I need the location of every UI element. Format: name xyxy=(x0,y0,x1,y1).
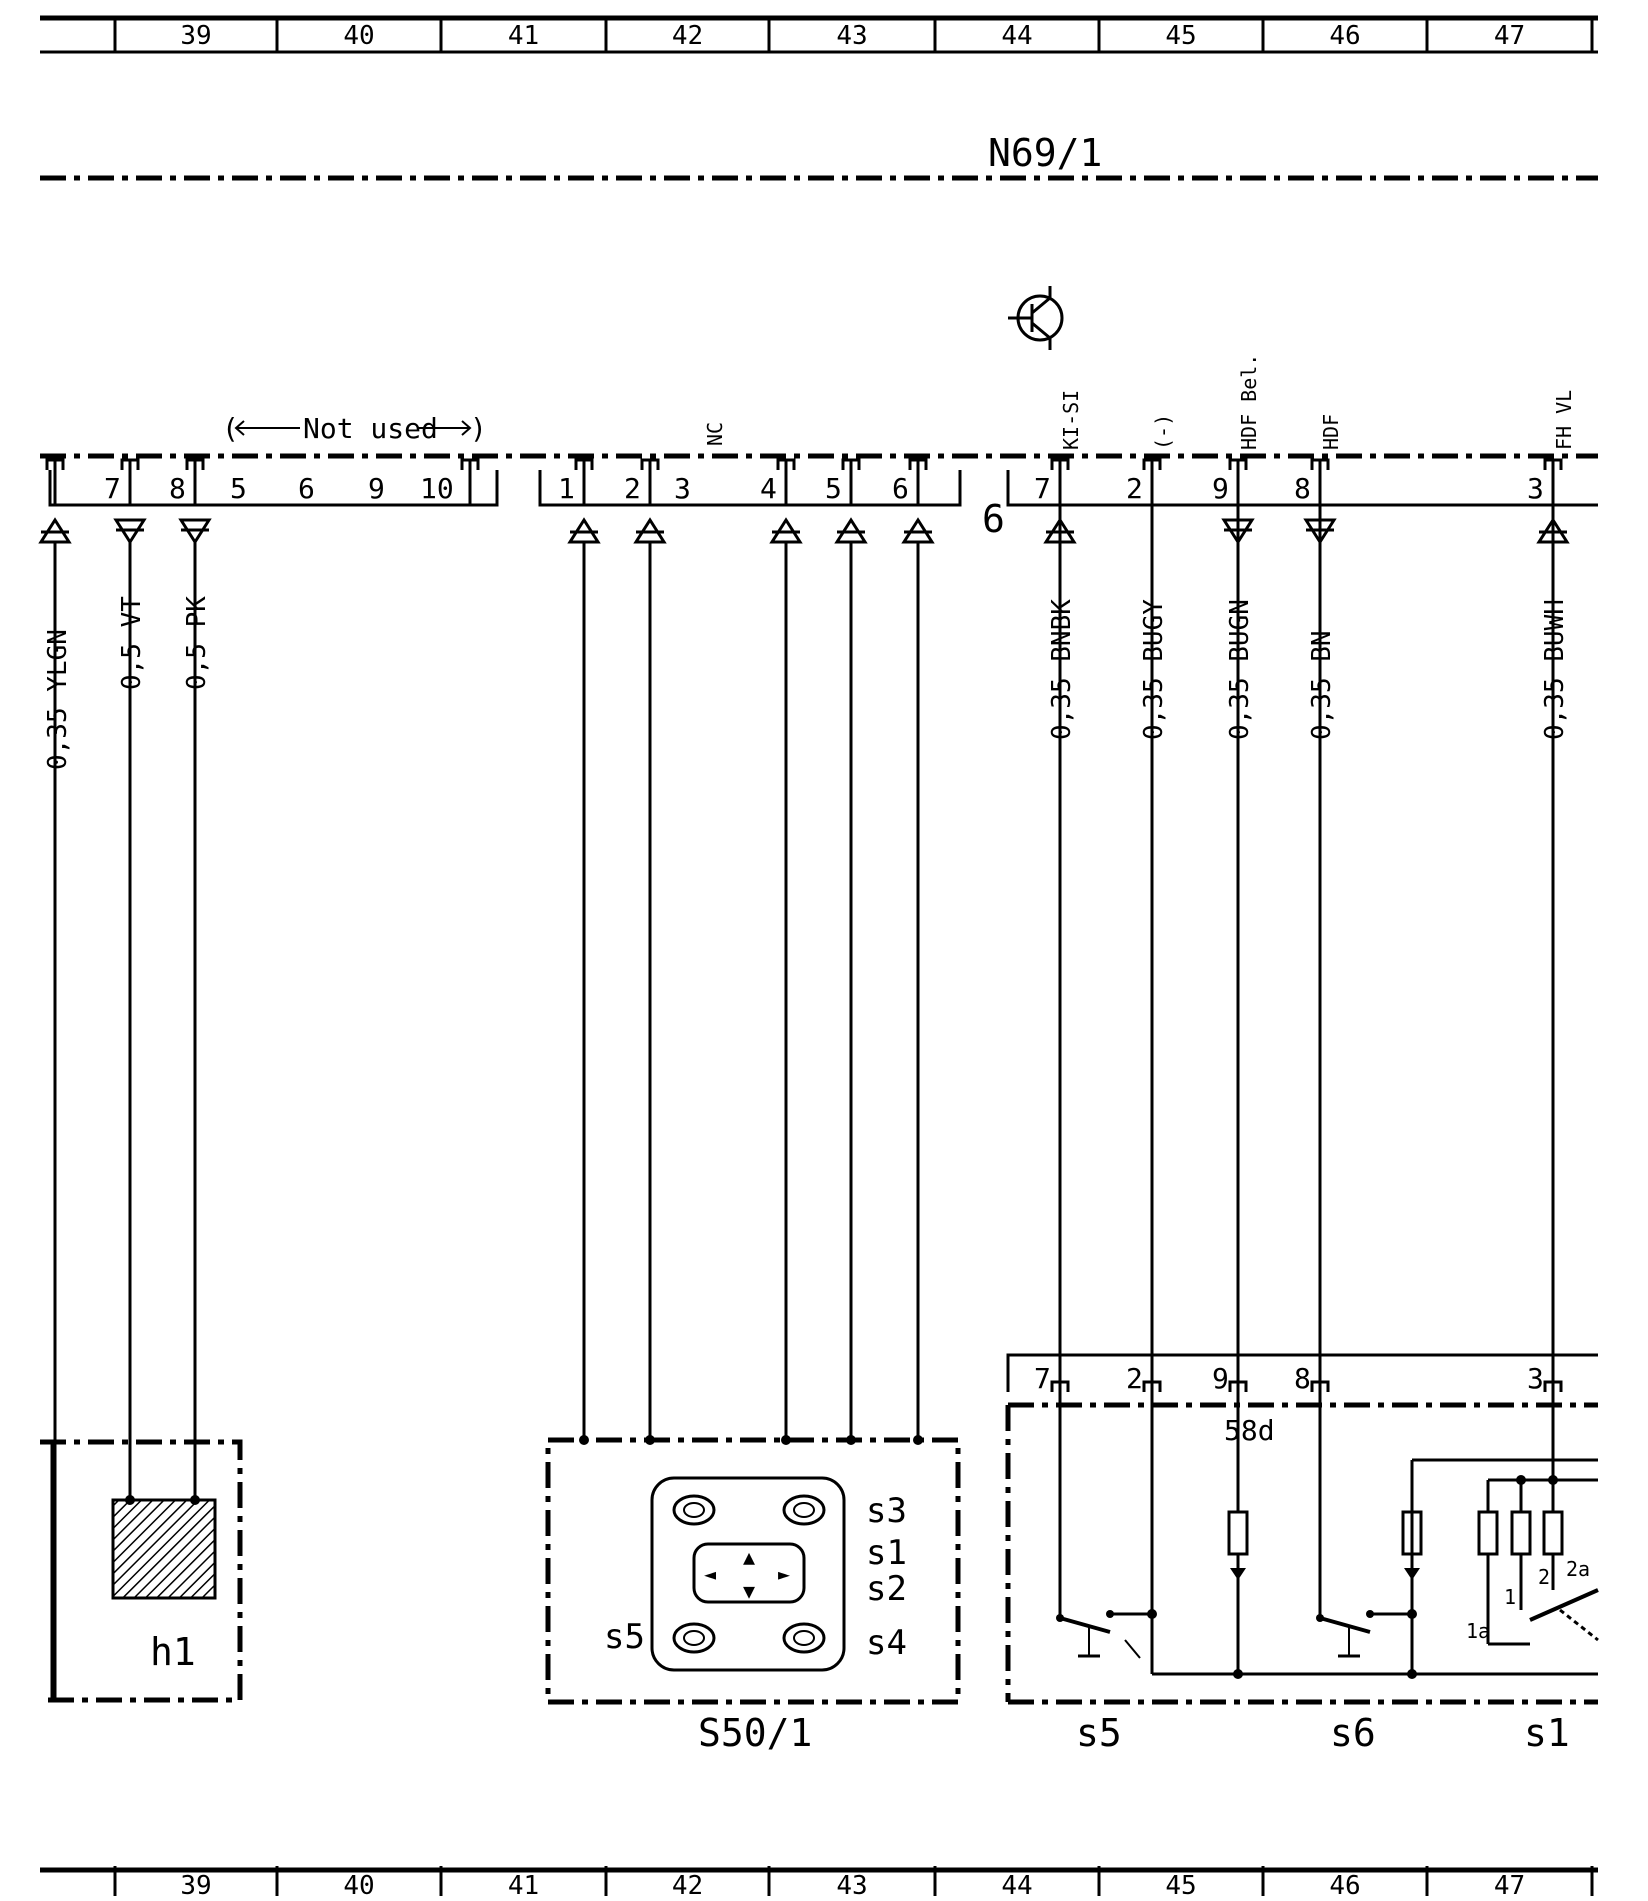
pad-label-s2: s2 xyxy=(866,1569,907,1609)
ruler-column-label: 39 xyxy=(180,21,211,51)
right-connector-housing xyxy=(1006,470,1598,507)
module-label-h1: h1 xyxy=(150,1630,196,1674)
s50-module: ▲ ▼ ◄ ► s3 s1 s2 s4 s5 S50/1 xyxy=(545,1437,961,1755)
mid-connector-housing xyxy=(538,470,962,507)
ruler-column-label: 42 xyxy=(672,21,703,51)
ruler-column-label: 46 xyxy=(1329,21,1360,51)
pin-signal-label: FH VL xyxy=(1552,390,1576,450)
pad-label-s1: s1 xyxy=(866,1533,907,1573)
lamp-resistor xyxy=(1227,1408,1249,1674)
connector-pin-number: 7 xyxy=(104,472,121,505)
pin-signal-label: HDF Bel. xyxy=(1237,354,1261,450)
connector-pin-number: 3 xyxy=(1527,472,1544,505)
sub-label-s1: s1 xyxy=(1524,1711,1570,1755)
bottom-ruler: 39 40 41 42 43 44 45 46 47 xyxy=(40,1866,1598,1901)
pad-label-s3: s3 xyxy=(866,1491,907,1531)
lamp-symbol xyxy=(111,1498,217,1600)
connector-pin-number: 8 xyxy=(169,472,186,505)
svg-text:►: ► xyxy=(778,1562,790,1586)
not-used-bracket: ( Not used ) xyxy=(222,412,487,445)
block-pin-number: 3 xyxy=(1527,1362,1544,1395)
connector-pin-number: 2 xyxy=(1126,472,1143,505)
lamp-terminal-58d: 58d xyxy=(1224,1414,1275,1447)
ruler-column-label: 40 xyxy=(343,1871,374,1896)
pin-signal-label: HDF xyxy=(1319,414,1343,450)
unused-pin-number: 5 xyxy=(230,472,247,505)
pin-signal-label: KI-SI xyxy=(1059,390,1083,450)
transistor-icon xyxy=(1008,286,1064,350)
pin-signal-label: (-) xyxy=(1151,414,1175,450)
module-label-s50: S50/1 xyxy=(698,1711,812,1755)
nc-label: NC xyxy=(703,422,727,446)
ruler-column-label: 47 xyxy=(1494,21,1525,51)
wire-label: 0,35 BUGN xyxy=(1225,599,1255,740)
module-label-n69: N69/1 xyxy=(988,131,1102,175)
wire-label: 0,35 BN xyxy=(1307,630,1337,740)
unused-pin-number: 10 xyxy=(420,472,454,505)
ruler-column-label: 45 xyxy=(1165,1871,1196,1896)
connector-pin-number: 2 xyxy=(624,472,641,505)
connector-pin-number: 9 xyxy=(1212,472,1229,505)
ruler-column-label: 46 xyxy=(1329,1871,1360,1896)
sub-label-s5: s5 xyxy=(1076,1711,1122,1755)
ruler-column-label: 47 xyxy=(1494,1871,1525,1896)
inner-label-1a: 1a xyxy=(1466,1619,1490,1643)
block-pin-number: 8 xyxy=(1294,1362,1311,1395)
direction-pad xyxy=(692,1542,806,1604)
connector-pin-number: 3 xyxy=(674,472,691,505)
wire-label: 0,5 VT xyxy=(117,596,147,690)
connector-pin-number: 1 xyxy=(558,472,575,505)
ruler-column-label: 45 xyxy=(1165,21,1196,51)
s5-switch xyxy=(1056,1408,1157,1674)
ruler-column-label: 44 xyxy=(1001,21,1032,51)
inner-label-1: 1 xyxy=(1504,1585,1516,1609)
mirror-button-icon xyxy=(672,1494,826,1654)
top-ruler: 39 40 41 42 43 44 45 46 47 xyxy=(40,15,1598,54)
n69-boundary: N69/1 xyxy=(40,131,1598,181)
svg-text:◄: ◄ xyxy=(704,1562,716,1586)
connector-pin-number: 8 xyxy=(1294,472,1311,505)
wire-label: 0,35 BNBK xyxy=(1047,599,1077,740)
ruler-column-label: 39 xyxy=(180,1871,211,1896)
left-connector-housing xyxy=(48,470,499,507)
wire-label: 0,35 BUWH xyxy=(1540,599,1570,740)
block-pin-number: 2 xyxy=(1126,1362,1143,1395)
ruler-column-label: 43 xyxy=(836,21,867,51)
connector-pin-number: 4 xyxy=(760,472,777,505)
ruler-column-label: 44 xyxy=(1001,1871,1032,1896)
pad-label-s4: s4 xyxy=(866,1623,907,1663)
h1-module: h1 xyxy=(40,1439,243,1703)
block-pin-number: 7 xyxy=(1034,1362,1051,1395)
svg-text:(: ( xyxy=(222,412,239,445)
unused-pin-number: 6 xyxy=(298,472,315,505)
ruler-column-label: 41 xyxy=(508,1871,539,1896)
svg-text:▲: ▲ xyxy=(743,1545,755,1569)
block-pin-number: 9 xyxy=(1212,1362,1229,1395)
connector-pin-number: 7 xyxy=(1034,472,1051,505)
inner-label-2a: 2a xyxy=(1566,1557,1590,1581)
svg-text:▼: ▼ xyxy=(743,1579,755,1603)
ruler-column-label: 40 xyxy=(343,21,374,51)
wire-label: 0,5 PK xyxy=(182,596,212,690)
s6-switch xyxy=(1316,1408,1598,1674)
connector-pin-number: 6 xyxy=(892,472,909,505)
s1-network: 1 2 2a 1a xyxy=(1466,1408,1599,1646)
switch-block: 7 2 9 8 3 58d xyxy=(1005,1353,1599,1755)
inner-label-2: 2 xyxy=(1538,1565,1550,1589)
connector-pin-number: 5 xyxy=(825,472,842,505)
not-used-label: Not used xyxy=(303,412,438,445)
connector-number: 6 xyxy=(982,497,1005,541)
switch-pad xyxy=(650,1476,846,1672)
unused-pin-number: 9 xyxy=(368,472,385,505)
svg-text:): ) xyxy=(470,412,487,445)
sub-label-s6: s6 xyxy=(1330,1711,1376,1755)
ruler-column-label: 42 xyxy=(672,1871,703,1896)
wire-label: 0,35 YLGN xyxy=(43,629,73,770)
wire-label: 0,35 BUGY xyxy=(1139,599,1169,740)
pad-label-s5: s5 xyxy=(604,1617,645,1657)
ruler-column-label: 41 xyxy=(508,21,539,51)
ruler-column-label: 43 xyxy=(836,1871,867,1896)
